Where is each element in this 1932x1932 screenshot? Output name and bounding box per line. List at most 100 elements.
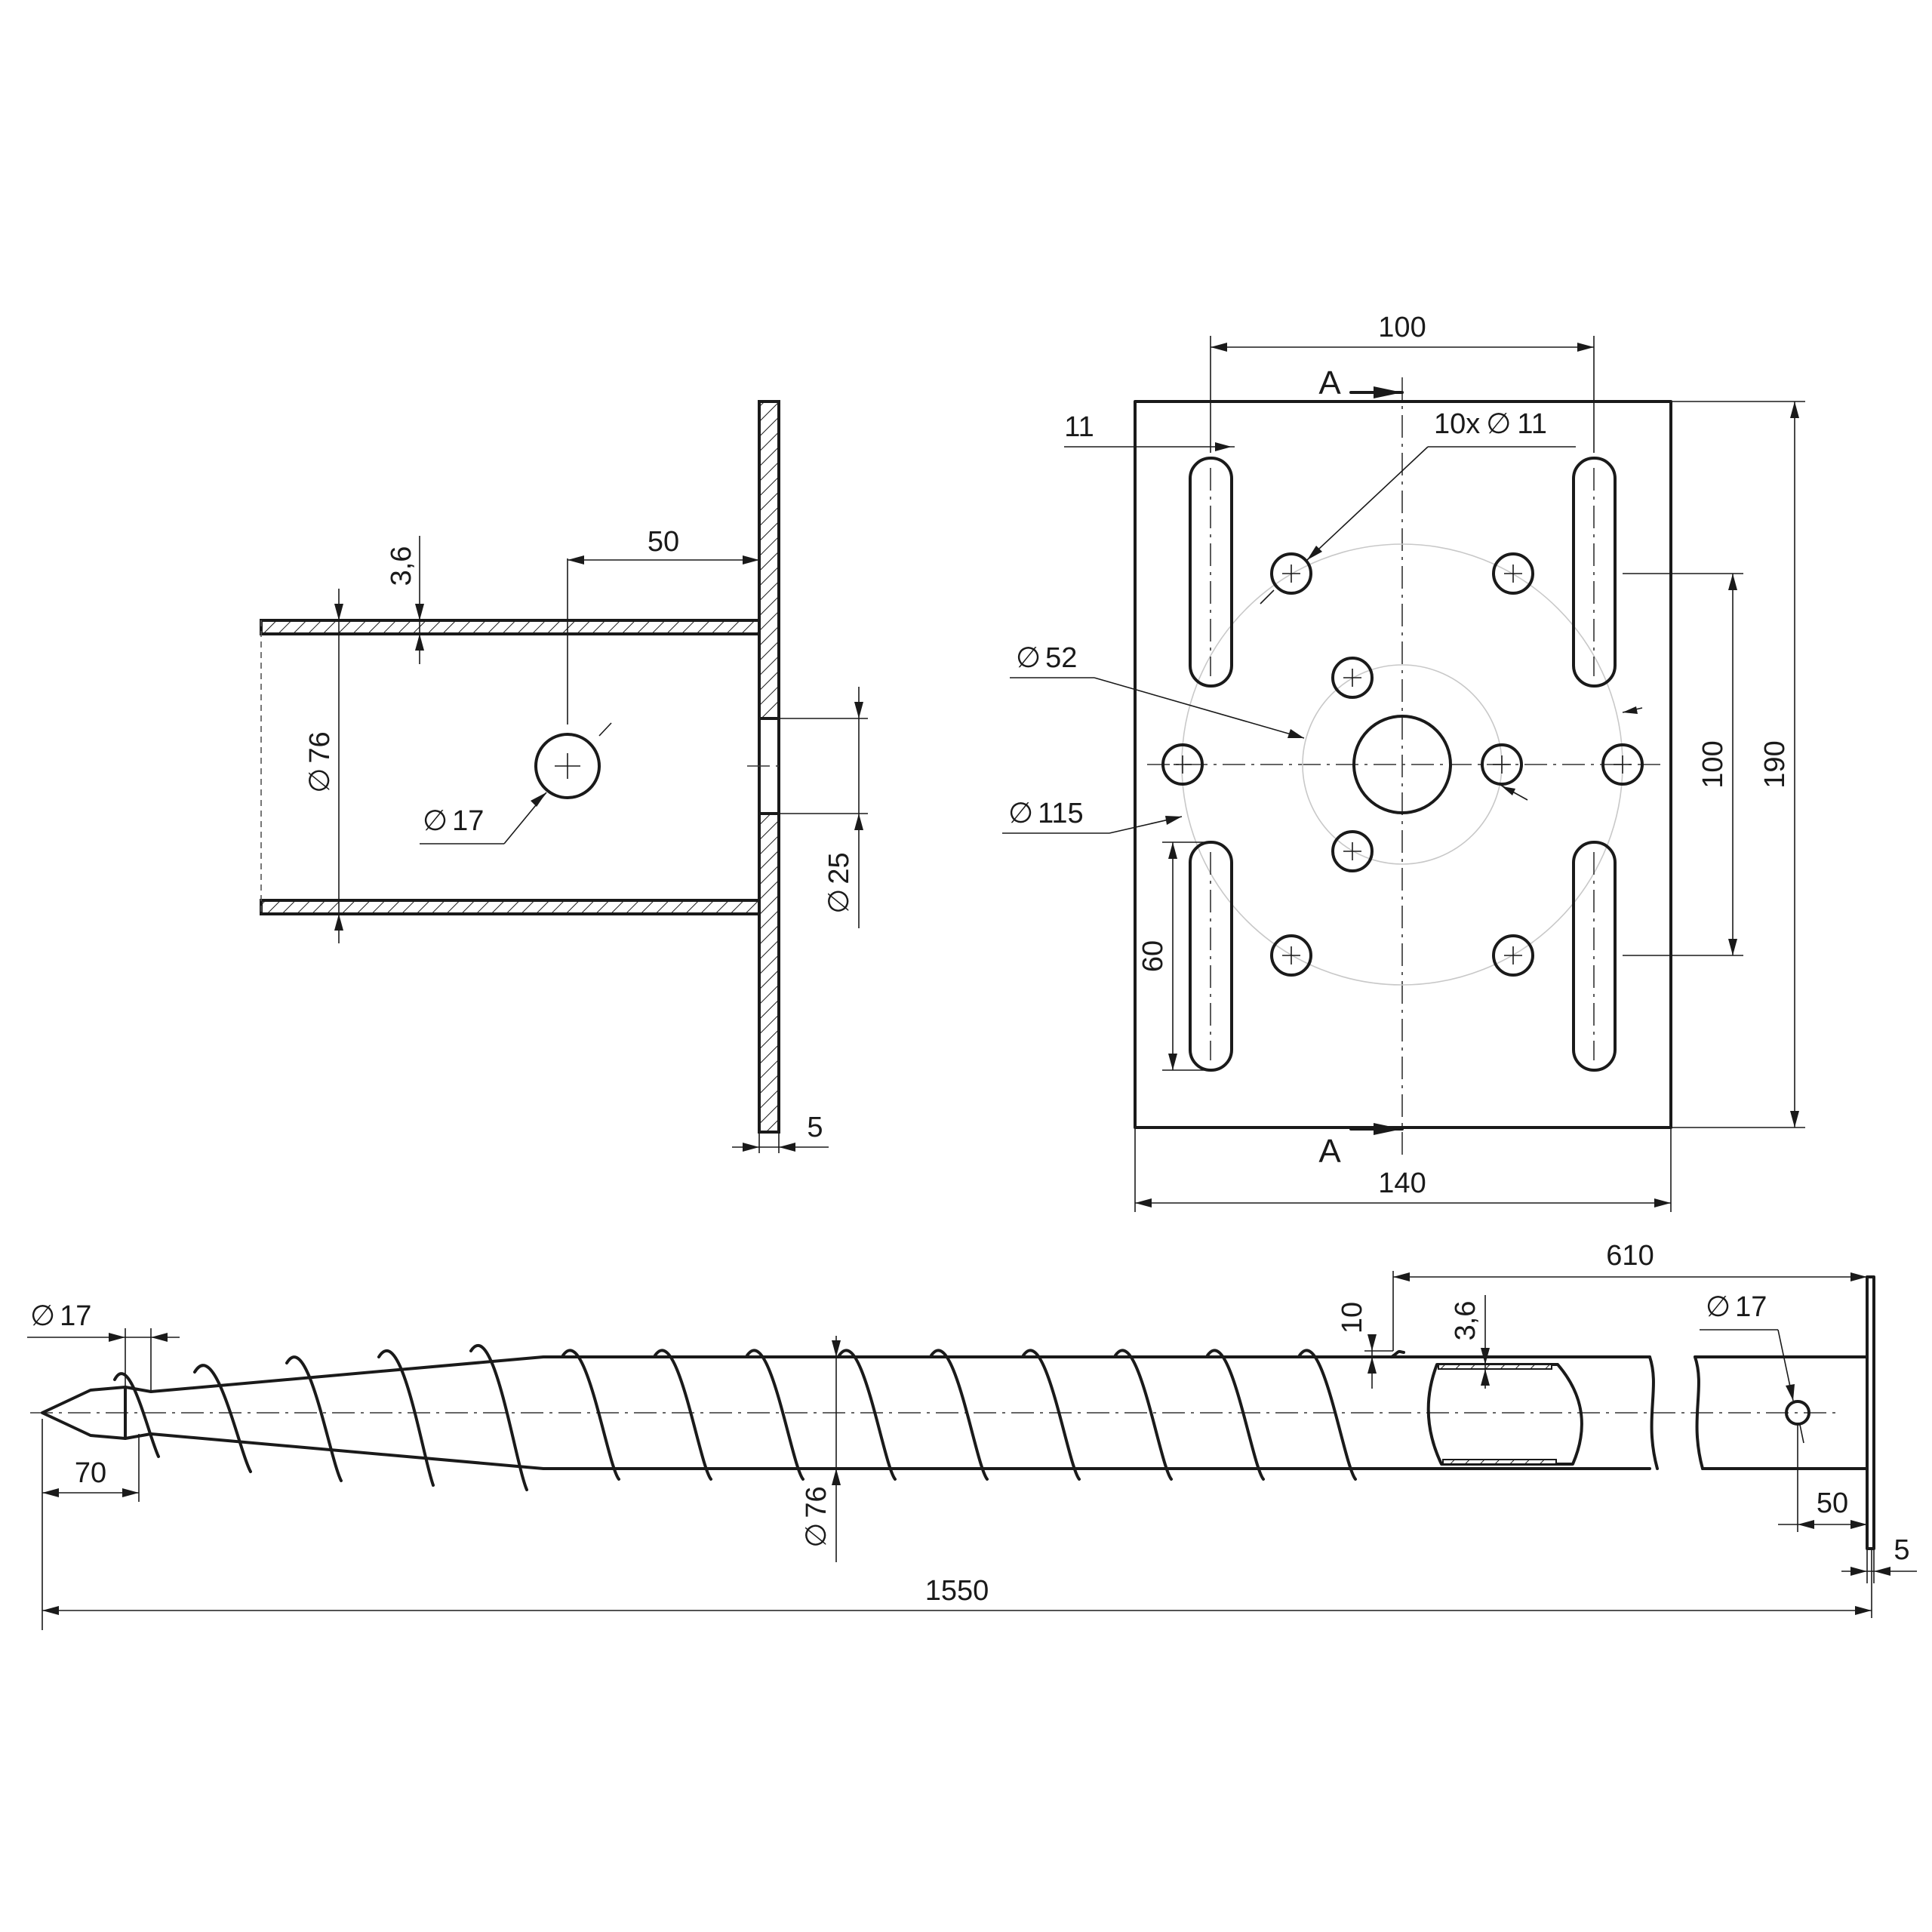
arrow	[1577, 343, 1594, 352]
thread	[654, 1349, 712, 1481]
plate-lower	[758, 812, 780, 1134]
dim-190-label: 190	[1759, 740, 1791, 788]
pile-cross-hole	[1785, 1400, 1810, 1426]
dim-100-right-label: 100	[1697, 740, 1729, 788]
arrow	[779, 1143, 795, 1152]
thread	[113, 1372, 160, 1458]
break-line-left	[1648, 1355, 1659, 1470]
arrow	[1790, 1111, 1799, 1128]
thread	[1206, 1349, 1265, 1481]
slot-top-right	[1572, 457, 1617, 688]
bolt-hole	[1331, 830, 1374, 872]
arrow	[334, 604, 343, 620]
dim-3-6-label: 3,6	[386, 546, 417, 586]
leader-line	[1094, 677, 1305, 739]
thread	[469, 1343, 528, 1491]
pile-cutaway	[1426, 1363, 1583, 1466]
dim-50-label: 50	[648, 526, 679, 558]
arrow	[568, 555, 584, 565]
arrow	[854, 814, 863, 830]
arrow	[1790, 401, 1799, 418]
thread	[746, 1349, 804, 1481]
leader-line	[1306, 446, 1429, 561]
dim-3-6-screw-label: 3,6	[1450, 1301, 1481, 1341]
arrow	[415, 634, 424, 651]
dim-60-label: 60	[1137, 940, 1169, 972]
slot-bottom-right	[1572, 841, 1617, 1072]
arrow	[1481, 1348, 1490, 1364]
arrow	[1481, 1369, 1490, 1386]
arrow	[1786, 1384, 1795, 1401]
arrow	[1728, 939, 1737, 955]
dim-phi25-label: ∅25	[823, 852, 855, 913]
holes-label: 10x∅11	[1434, 408, 1547, 440]
thread	[930, 1349, 989, 1481]
arrow	[1165, 816, 1182, 825]
thread	[1022, 1349, 1081, 1481]
thread	[1390, 1349, 1405, 1358]
arrow	[1855, 1606, 1872, 1615]
arrow	[1850, 1272, 1867, 1281]
arrow	[832, 1469, 841, 1485]
arrow	[151, 1333, 168, 1342]
plate-upper	[758, 400, 780, 720]
center-hole	[1352, 715, 1452, 814]
cutaway-wall-bottom	[1442, 1459, 1557, 1465]
arrow	[1367, 1334, 1377, 1351]
center-marks	[1174, 565, 1632, 964]
arrow	[109, 1333, 125, 1342]
dim-11-label: 11	[1064, 411, 1094, 443]
arrow	[1168, 1054, 1177, 1070]
pile-end-plate	[1866, 1275, 1875, 1550]
bolt-hole	[1601, 743, 1644, 786]
arrow	[1850, 1520, 1867, 1529]
arrow	[1307, 546, 1322, 560]
arrow	[1623, 706, 1638, 714]
bolt-hole	[1492, 552, 1534, 595]
side-section-view: 50 3,6 ∅76 ∅17 ∅25 5	[260, 400, 868, 1153]
thread	[377, 1349, 435, 1487]
thread	[838, 1349, 897, 1481]
dim-100-top-label: 100	[1378, 312, 1426, 343]
arrow	[42, 1488, 59, 1497]
arrow	[42, 1606, 59, 1615]
arrow	[1168, 842, 1177, 859]
section-label-top: A	[1318, 365, 1341, 401]
helix-flight	[113, 1343, 1405, 1491]
pile-end-edges	[1694, 1355, 1869, 1470]
arrow	[854, 702, 863, 718]
arrow	[832, 1340, 841, 1357]
arrow	[334, 914, 343, 931]
arrow	[1798, 1520, 1814, 1529]
section-label-bottom: A	[1318, 1133, 1341, 1170]
arrow	[1654, 1198, 1671, 1208]
arrow	[415, 604, 424, 620]
thread	[561, 1349, 620, 1481]
arrow	[1374, 386, 1402, 398]
bolt-hole	[1481, 743, 1523, 786]
thread	[1298, 1349, 1357, 1481]
dim-5-screw-label: 5	[1894, 1534, 1909, 1566]
arrow	[1393, 1272, 1410, 1281]
dim-phi115-label: ∅115	[1008, 798, 1084, 829]
arrow	[1850, 1567, 1867, 1576]
cross-hole	[534, 733, 601, 799]
bolt-hole	[1270, 552, 1312, 595]
plate-top-view: A A 100 11 10x∅11 ∅52 ∅115	[1002, 312, 1805, 1212]
break-line-right	[1694, 1355, 1704, 1470]
pile-tip	[41, 1386, 127, 1440]
tube-wall-bottom	[260, 899, 761, 915]
dim-phi17-hole-label: ∅17	[1706, 1291, 1767, 1323]
base-plate	[1134, 400, 1672, 1129]
thread	[1114, 1349, 1173, 1481]
dim-70-label: 70	[75, 1457, 106, 1489]
screw-pile-view: ∅17 70 ∅76 10 3,6 610 ∅17	[27, 1240, 1917, 1630]
thread	[285, 1355, 343, 1482]
arrow	[1502, 786, 1515, 795]
dim-10-label: 10	[1337, 1302, 1368, 1334]
dim-phi17-tip-label: ∅17	[30, 1300, 91, 1332]
pile-bottom-edge	[124, 1432, 1651, 1470]
dim-5-label: 5	[807, 1112, 823, 1143]
arrow	[743, 1143, 759, 1152]
dim-50-screw-label: 50	[1817, 1487, 1848, 1519]
